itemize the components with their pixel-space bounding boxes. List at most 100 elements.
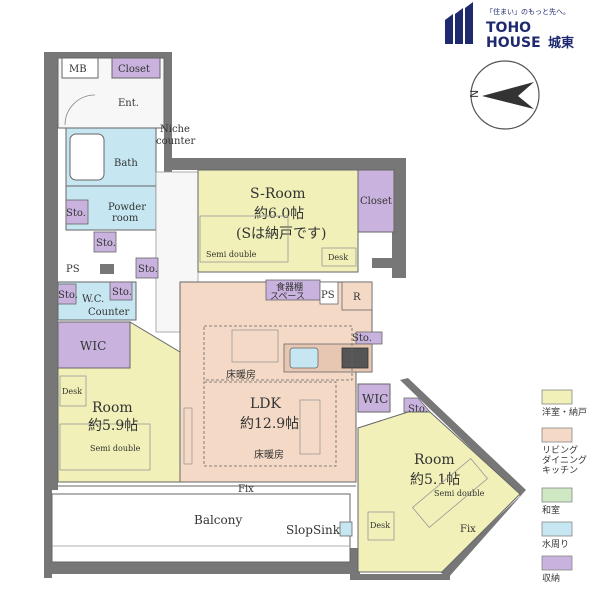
legend-label-4-0: 収納 [542, 572, 560, 584]
s-room-size: 約6.0帖 [254, 206, 304, 222]
balcony-label: Balcony [194, 513, 242, 527]
bed-west-label: Semi double [90, 444, 141, 453]
bed-west [59, 423, 151, 471]
bed-east-label: Semi double [434, 489, 485, 498]
s-room-note: (Sは納戸です) [236, 226, 327, 242]
legend-label-0-0: 洋室・納戸 [542, 406, 587, 418]
niche-counter-label: counter [156, 136, 195, 147]
sofa [299, 399, 321, 455]
legend-label-1-0: リビング [542, 444, 578, 456]
walls [44, 52, 526, 580]
legend-swatch-1 [541, 427, 573, 443]
balcony [51, 493, 351, 563]
wic-west [57, 321, 131, 369]
brand-name-line1: TOHO [486, 20, 531, 36]
ps-ldk [319, 281, 339, 305]
brand-name-line2: HOUSE [486, 35, 541, 51]
stove-icon [341, 347, 369, 369]
wc-counter-label: Counter [88, 307, 129, 318]
legend-label-1-2: キッチン [542, 465, 578, 476]
pantry-label-line1: 食器棚 [276, 281, 303, 293]
storage-ldk-label: Sto. [352, 333, 372, 344]
ps-label-west: PS [66, 264, 80, 275]
slop-sink-label: SlopSink [286, 523, 341, 537]
storage-corridor-1-label: Sto. [96, 238, 116, 249]
compass-needle-icon [482, 82, 534, 109]
storage-corridor-2 [135, 257, 159, 279]
wc-label: W.C. [82, 294, 104, 305]
brand-tagline: 「住まい」のもっと先へ。 [486, 7, 570, 16]
bed-sroom-label: Semi double [206, 250, 257, 259]
powder-label-line2: room [112, 213, 139, 224]
niche-label: Niche [160, 124, 190, 135]
bed-east [411, 458, 489, 528]
storage-corridor-1 [93, 231, 117, 253]
fix-east-label: Fix [460, 524, 476, 535]
room-west-size: 約5.9帖 [88, 418, 138, 434]
desk-east-label: Desk [370, 521, 390, 530]
floor-heating-label-1: 床暖房 [226, 368, 256, 381]
slop-sink-icon [339, 521, 353, 537]
wic-east [357, 383, 391, 413]
dining-table [231, 329, 279, 363]
room-east-size: 約5.1帖 [410, 472, 460, 488]
closet-sroom-label: Closet [360, 196, 392, 207]
storage-wc-2 [109, 281, 133, 301]
storage-wc-2-label: Sto. [112, 287, 132, 298]
logo-mark-icon [445, 2, 473, 44]
legend-label-3-0: 水周り [542, 538, 569, 550]
legend-swatch-2 [541, 487, 573, 503]
room-east [357, 411, 521, 573]
legend-swatch-3 [541, 521, 573, 537]
room-east-title: Room [414, 452, 455, 468]
entrance-label: Ent. [118, 98, 139, 109]
ldk-size: 約12.9帖 [240, 416, 299, 432]
ldk-title: LDK [250, 396, 282, 412]
desk-sroom [321, 247, 357, 267]
ps-ldk-label: PS [321, 290, 335, 301]
entry-door-swing [64, 94, 96, 126]
pantry-label-line2: スペース [270, 292, 305, 302]
storage-corridor-2-label: Sto. [138, 264, 158, 275]
storage-powder-label: Sto. [66, 208, 86, 219]
sink-icon [289, 347, 319, 369]
legend-label-2-0: 和室 [542, 504, 560, 516]
tv-board [183, 407, 193, 465]
wic-east-label: WIC [362, 392, 388, 406]
desk-west [59, 375, 87, 407]
floor-heating-label-2: 床暖房 [254, 448, 284, 461]
bed-sroom [199, 215, 289, 263]
storage-wc-1-label: Sto. [58, 290, 78, 301]
legend-label-1-1: ダイニング [542, 454, 587, 466]
legend-swatch-4 [541, 555, 573, 571]
refrigerator-space [341, 281, 373, 311]
storage-east-label: Sto. [408, 404, 428, 415]
storage-wc-1 [57, 283, 77, 305]
compass-north-label: N [468, 90, 481, 98]
bath-label: Bath [114, 158, 138, 169]
desk-sroom-label: Desk [328, 253, 348, 262]
bathtub-icon [69, 133, 105, 181]
wic-west-label: WIC [80, 339, 106, 353]
compass: N [468, 60, 540, 130]
desk-east [367, 511, 395, 541]
fix-label: Fix [238, 484, 254, 495]
storage-powder [65, 199, 89, 225]
entry-closet-label: Closet [118, 64, 150, 75]
mb-label: MB [69, 64, 87, 75]
closet-sroom [357, 169, 395, 233]
brand-branch: 城東 [548, 35, 574, 51]
mb-box [61, 57, 99, 79]
s-room [197, 169, 359, 273]
refrigerator-label: R [353, 292, 361, 303]
room-west-title: Room [92, 400, 133, 416]
desk-west-label: Desk [62, 387, 82, 396]
powder-label-line1: Powder [108, 202, 146, 213]
legend-swatch-0 [541, 389, 573, 405]
ps-west-box [100, 264, 114, 274]
s-room-title: S-Room [250, 186, 306, 202]
floor-heating-zone-1 [203, 325, 353, 381]
logo: 「住まい」のもっと先へ。 TOHO HOUSE 城東 [445, 2, 574, 51]
